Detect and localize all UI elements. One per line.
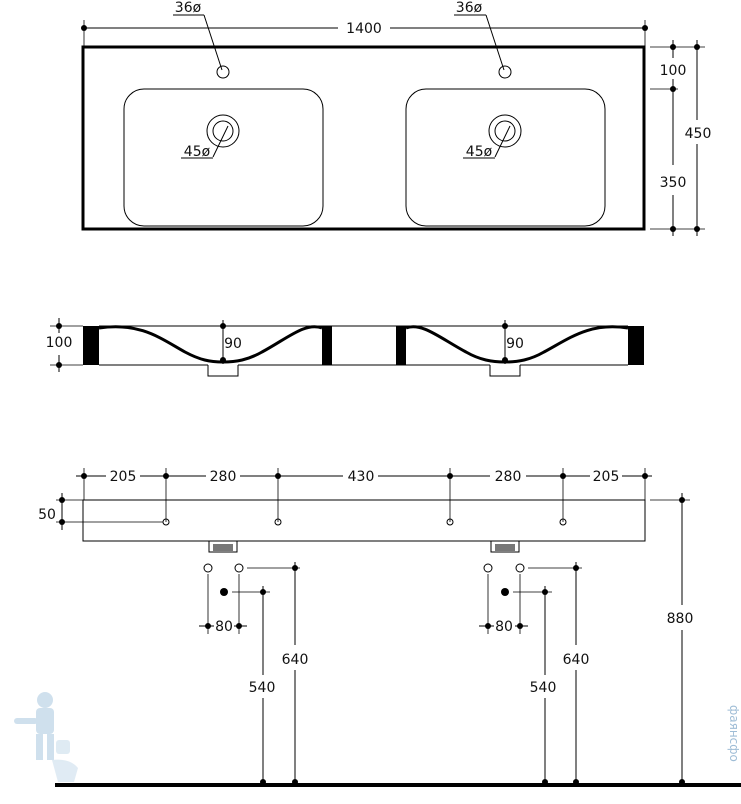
section-divider-right <box>396 326 406 365</box>
section-end-left <box>83 326 99 365</box>
section-height-label: 100 <box>46 335 73 351</box>
tap-hole-left-label: 36ø <box>175 0 202 16</box>
drain-left-dimension: 45ø <box>181 125 229 160</box>
plumber-logo <box>14 692 78 782</box>
drain-left <box>206 114 240 148</box>
hole-height-label: 50 <box>38 507 56 523</box>
drain-right-dimension: 45ø <box>463 125 511 160</box>
trap-spacing-left-label: 80 <box>215 619 233 635</box>
waste-height-right-label: 540 <box>530 680 557 696</box>
front-drain-right <box>490 540 520 553</box>
mount-height-label: 880 <box>667 611 694 627</box>
waste-height-left-label: 540 <box>249 680 276 696</box>
width-label: 1400 <box>346 21 382 37</box>
supply-height-left-label: 640 <box>282 652 309 668</box>
bowl-right <box>405 88 606 227</box>
tap-hole-right-label: 36ø <box>456 0 483 16</box>
depth-dimensions: 100 350 450 <box>650 40 711 236</box>
drain-right <box>488 114 522 148</box>
depth-total-label: 450 <box>685 126 712 142</box>
fixing-hole-2 <box>274 518 282 526</box>
section-drain-left <box>207 365 239 377</box>
section-divider-left <box>322 326 332 365</box>
bowl-depth-right-label: 90 <box>506 336 524 352</box>
section-view: 100 90 90 <box>46 318 644 377</box>
waste-point-right <box>501 588 509 596</box>
supply-hole-right-1 <box>483 563 493 573</box>
front-view: 205 280 430 280 205 50 <box>38 468 741 787</box>
drain-right-label: 45ø <box>466 144 493 160</box>
tap-hole-left-dimension: 36ø <box>173 0 223 71</box>
depth-back-label: 100 <box>660 63 687 79</box>
bowl-left <box>123 88 324 227</box>
spacing-label-5: 205 <box>593 469 620 485</box>
trap-spacing-right-label: 80 <box>495 619 513 635</box>
depth-bowl-label: 350 <box>660 175 687 191</box>
front-outline <box>82 499 646 542</box>
top-view: 1400 36ø 36ø <box>81 0 711 236</box>
spacing-label-3: 430 <box>348 469 375 485</box>
watermark-text: фаянсфо <box>727 705 741 762</box>
hole-height-dimension: 50 <box>38 493 163 530</box>
supply-height-right-label: 640 <box>563 652 590 668</box>
width-dimension: 1400 <box>81 20 648 46</box>
drain-left-label: 45ø <box>184 144 211 160</box>
spacing-label-2: 280 <box>210 469 237 485</box>
spacing-dimensions: 205 280 430 280 205 <box>76 468 652 522</box>
fixing-hole-4 <box>559 518 567 526</box>
supply-hole-left-2 <box>234 563 244 573</box>
mount-height-dimension: 880 <box>650 493 693 785</box>
supply-hole-left-1 <box>203 563 213 573</box>
bowl-curve-left <box>98 325 323 364</box>
tap-hole-right <box>498 65 512 79</box>
basin-outline <box>81 45 646 231</box>
waste-group-left: 80 640 540 <box>199 562 308 785</box>
supply-hole-right-2 <box>515 563 525 573</box>
tap-hole-left <box>216 65 230 79</box>
section-end-right <box>628 326 644 365</box>
front-drain-left <box>208 540 238 553</box>
tap-hole-right-dimension: 36ø <box>454 0 505 71</box>
bowl-depth-left-label: 90 <box>224 336 242 352</box>
fixing-hole-3 <box>446 518 454 526</box>
spacing-label-4: 280 <box>495 469 522 485</box>
spacing-label-1: 205 <box>110 469 137 485</box>
waste-point-left <box>220 588 228 596</box>
waste-group-right: 80 640 540 <box>479 562 589 785</box>
section-drain-right <box>489 365 521 377</box>
